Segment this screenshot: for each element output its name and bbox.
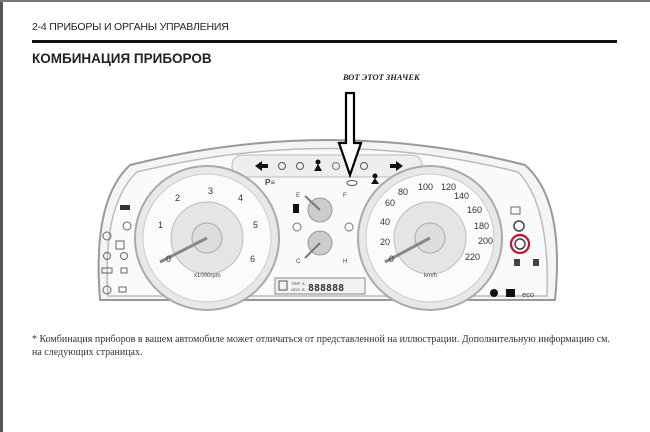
footnote: * Комбинация приборов в вашем автомобиле… <box>32 334 610 358</box>
svg-text:F: F <box>343 193 347 199</box>
tachometer-needle <box>159 236 208 264</box>
tachometer: 0 1 2 3 4 5 6 x1000rpm <box>134 165 280 311</box>
parking-brake-icon <box>292 222 354 232</box>
svg-text:H: H <box>343 259 347 265</box>
left-warning-icons <box>101 205 132 295</box>
tachometer-unit: x1000rpm <box>194 273 221 279</box>
glow-icon <box>118 286 127 293</box>
fuel-gauge: E F <box>293 193 347 223</box>
turn-left-icon <box>255 161 268 171</box>
speedometer-needle <box>384 236 431 264</box>
highlight-circle <box>509 233 531 255</box>
svg-text:120: 120 <box>441 182 456 192</box>
svg-text:ODO: ODO <box>291 287 300 292</box>
temperature-gauge: C H <box>296 230 347 265</box>
svg-text:0: 0 <box>389 254 394 264</box>
svg-text:200: 200 <box>478 236 493 246</box>
tick-label: 0 <box>166 254 171 264</box>
svg-text:E: E <box>296 193 300 199</box>
tpms-icon <box>102 285 112 295</box>
svg-text:TRIP: TRIP <box>291 281 300 286</box>
svg-text:80: 80 <box>398 187 408 197</box>
svg-text:160: 160 <box>467 205 482 215</box>
svg-text:100: 100 <box>418 182 433 192</box>
traction-icon <box>514 259 520 266</box>
odometer-display: TRIP ODO A B 888888 <box>274 277 366 295</box>
section-header: 2-4 ПРИБОРЫ И ОРГАНЫ УПРАВЛЕНИЯ <box>32 21 229 33</box>
svg-text:220: 220 <box>465 252 480 262</box>
page-border <box>0 0 3 432</box>
page-title: КОМБИНАЦИЯ ПРИБОРОВ <box>32 51 212 66</box>
door-icon <box>115 240 125 250</box>
svg-text:888888: 888888 <box>308 283 344 294</box>
traction-off-icon <box>533 259 539 266</box>
esc-icon <box>120 252 128 260</box>
svg-text:180: 180 <box>474 221 489 231</box>
svg-text:A: A <box>302 281 305 286</box>
svg-text:20: 20 <box>380 237 390 247</box>
tick-label: 6 <box>250 254 255 264</box>
svg-text:C: C <box>296 259 301 265</box>
parking-lamp-icon: P≡ <box>265 178 275 187</box>
svg-text:km/h: km/h <box>424 273 437 279</box>
svg-text:60: 60 <box>385 198 395 208</box>
engine-icon <box>122 221 132 231</box>
speedometer: 0 20 40 60 80 100 120 140 160 180 200 22… <box>357 165 503 311</box>
battery-icon <box>510 206 521 215</box>
target-indicator-icon <box>514 238 526 250</box>
cruise-icon <box>120 205 130 210</box>
svg-text:40: 40 <box>380 217 390 227</box>
turn-right-icon <box>390 161 403 171</box>
tick-label: 4 <box>238 193 243 203</box>
trip-button-icon <box>278 280 288 291</box>
brake-wear-icon <box>120 267 128 274</box>
annotation-label: ВОТ ЭТОТ ЗНАЧЕК <box>343 72 420 82</box>
tick-label: 2 <box>175 193 180 203</box>
service-icon <box>490 289 498 297</box>
svg-text:B: B <box>302 287 305 292</box>
esc-off-icon <box>103 252 111 260</box>
high-beam-icon <box>332 162 340 170</box>
tick-label: 3 <box>208 186 213 196</box>
seatbelt-icon <box>314 159 322 171</box>
header-rule <box>32 40 617 43</box>
oil-icon <box>102 231 112 241</box>
brake-icon <box>513 220 525 232</box>
fuel-pump-icon <box>293 204 299 213</box>
tick-label: 5 <box>253 220 258 230</box>
fog-light-icon <box>278 162 368 170</box>
right-warning-icons <box>490 206 539 297</box>
airbag-icon <box>371 173 379 184</box>
page-border-top <box>0 0 650 2</box>
svg-text:140: 140 <box>454 191 469 201</box>
immobilizer-icon <box>346 180 358 186</box>
eco-indicator: eco <box>522 290 534 299</box>
pointer-arrow-icon <box>337 91 363 179</box>
tick-label: 1 <box>158 220 163 230</box>
trunk-icon <box>101 267 113 274</box>
fuel-door-icon <box>506 289 515 297</box>
